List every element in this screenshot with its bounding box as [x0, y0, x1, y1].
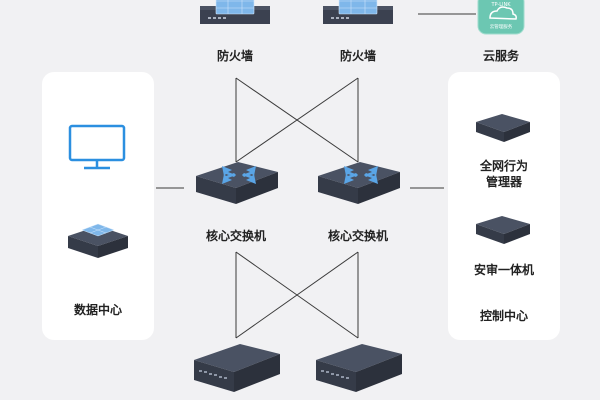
data-center-panel [42, 72, 154, 340]
access-switch-icon [194, 344, 280, 392]
behavior-manager-label: 全网行为 管理器 [448, 158, 560, 190]
firewall-left-label: 防火墙 [216, 49, 253, 63]
link-access-cross-b [235, 251, 359, 339]
behavior-manager-label-line2: 管理器 [485, 175, 522, 189]
core-access-links [235, 251, 359, 339]
core-switch-right-label: 核心交换机 [327, 229, 388, 243]
cloud-badge-text: TP-LINK [490, 2, 511, 8]
security-audit-label: 安审一体机 [473, 263, 534, 277]
cloud-service-label: 云服务 [482, 49, 519, 63]
behavior-manager-label-line1: 全网行为 [479, 159, 528, 173]
core-switch-icon [318, 162, 400, 204]
link-fw-cross-b [235, 77, 359, 163]
core-switch-icon [196, 162, 278, 204]
firewall-right-label: 防火墙 [339, 49, 376, 63]
data-center-title: 数据中心 [73, 303, 122, 317]
cloud-badge-text: 云管理服务 [490, 23, 513, 30]
firewall-icon [323, 0, 393, 24]
cloud-service-icon: TP-LINK 云管理服务 [477, 0, 525, 35]
firewall-core-links [235, 77, 359, 163]
control-center-title: 控制中心 [479, 309, 528, 323]
security-audit-icon [476, 216, 530, 244]
access-switch-icon [316, 344, 402, 392]
firewall-icon [200, 0, 270, 24]
server-icon [68, 223, 128, 258]
core-switch-left-label: 核心交换机 [205, 229, 266, 243]
monitor-icon [68, 124, 126, 170]
behavior-manager-icon [476, 114, 530, 142]
